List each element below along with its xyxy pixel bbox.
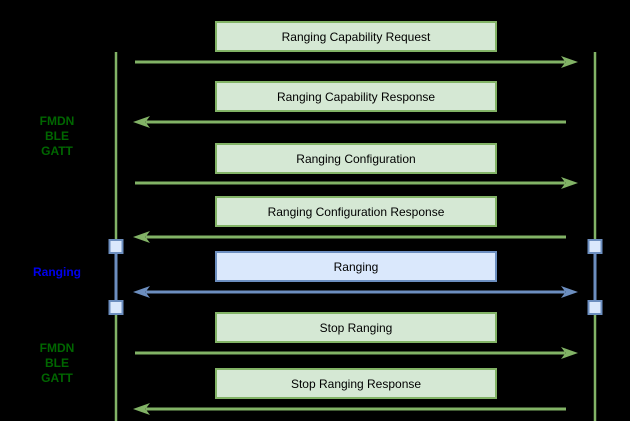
arrowhead-left-icon [133, 403, 150, 415]
message-box-stop-ranging: Stop Ranging [215, 312, 497, 343]
message-box-ranging-configuration: Ranging Configuration [215, 143, 497, 174]
arrow-ranging-capability-request [135, 56, 578, 68]
lane-label-line: FMDN [39, 341, 75, 355]
lane-label-line: GATT [41, 144, 73, 158]
message-box-ranging: Ranging [215, 251, 497, 282]
arrowhead-left-icon [133, 286, 150, 298]
arrowhead-right-icon [561, 177, 578, 189]
arrow-ranging-configuration [135, 177, 578, 189]
activation-marker-right-top [587, 239, 603, 254]
arrowhead-left-icon [133, 116, 150, 128]
lane-label-line: FMDN [39, 114, 75, 128]
message-box-ranging-capability-request: Ranging Capability Request [215, 21, 497, 52]
lane-label-line: GATT [41, 371, 73, 385]
lane-label-line: BLE [45, 129, 69, 143]
message-box-ranging-configuration-response: Ranging Configuration Response [215, 196, 497, 227]
arrow-ranging-capability-response [133, 116, 566, 128]
message-box-stop-ranging-response: Stop Ranging Response [215, 368, 497, 399]
lane-label-line: BLE [45, 356, 69, 370]
arrowhead-right-icon [561, 347, 578, 359]
lane-label-fmdn-ble-gatt-bottom: FMDN BLE GATT [14, 341, 100, 386]
arrow-ranging-bidirectional [133, 286, 578, 298]
arrowhead-left-icon [133, 231, 150, 243]
arrow-ranging-configuration-response [133, 231, 566, 243]
message-box-ranging-capability-response: Ranging Capability Response [215, 81, 497, 112]
arrowhead-right-icon [561, 286, 578, 298]
lane-label-ranging: Ranging [33, 265, 81, 279]
arrow-stop-ranging-response [133, 403, 566, 415]
arrow-stop-ranging [135, 347, 578, 359]
arrowhead-right-icon [561, 56, 578, 68]
lane-label-fmdn-ble-gatt-top: FMDN BLE GATT [14, 114, 100, 159]
activation-marker-left-top [108, 239, 124, 254]
activation-marker-left-bottom [108, 300, 124, 315]
activation-marker-right-bottom [587, 300, 603, 315]
